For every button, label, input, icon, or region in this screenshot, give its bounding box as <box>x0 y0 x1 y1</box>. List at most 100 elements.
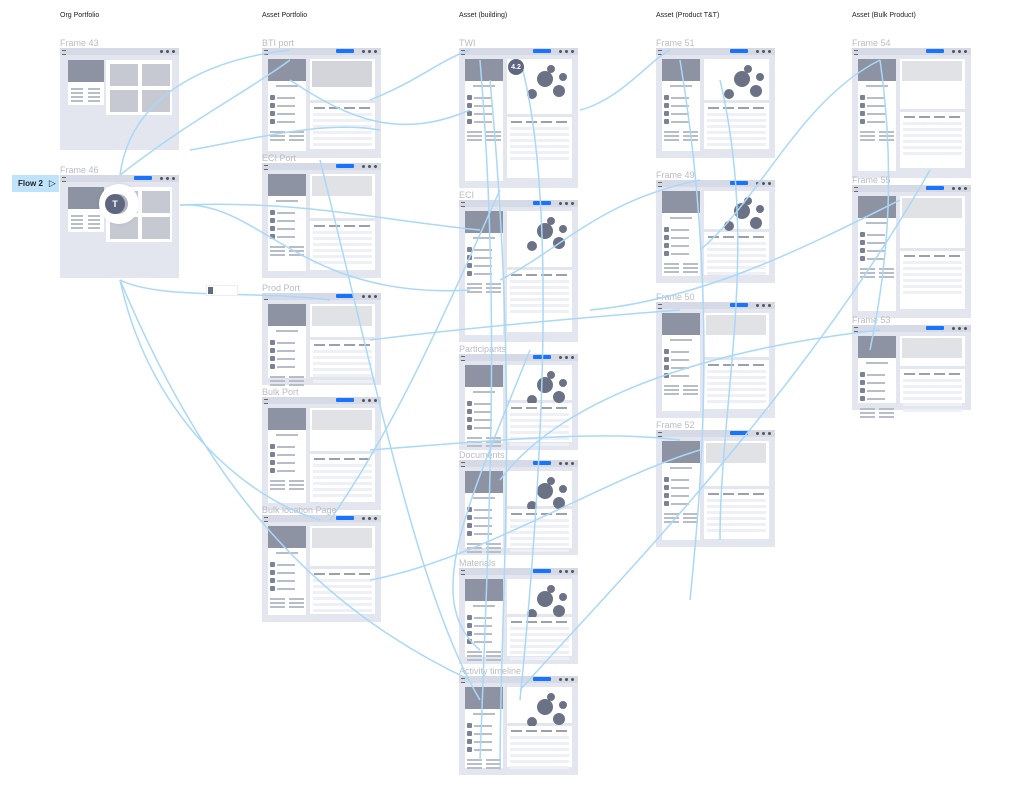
table-header <box>556 121 567 123</box>
table-row <box>707 272 766 275</box>
table-row <box>707 517 766 520</box>
frame[interactable] <box>852 48 971 178</box>
table-row <box>903 391 962 394</box>
frame-label[interactable]: Frame 52 <box>656 420 695 430</box>
text-line <box>270 135 285 137</box>
text-line <box>683 131 698 133</box>
frame-label[interactable]: Activity timeline <box>459 666 522 676</box>
list-icon <box>664 227 669 232</box>
text-line <box>467 767 482 769</box>
frame[interactable] <box>459 200 578 342</box>
frame-label[interactable]: Bulk Port <box>262 387 299 397</box>
list-icon <box>664 103 669 108</box>
list-text <box>474 733 492 735</box>
frame-label[interactable]: Frame 54 <box>852 38 891 48</box>
frame[interactable] <box>852 325 971 418</box>
text-line <box>860 412 875 414</box>
frame[interactable] <box>656 302 775 418</box>
table-widget <box>507 117 572 178</box>
frame[interactable] <box>262 293 381 386</box>
table-row <box>903 403 962 406</box>
table-row <box>510 736 569 739</box>
frame[interactable] <box>262 397 381 510</box>
table-header <box>359 107 370 109</box>
search-icon <box>952 50 955 53</box>
frame-label[interactable]: Frame 50 <box>656 292 695 302</box>
table-widget <box>310 340 375 383</box>
frame[interactable] <box>459 676 578 775</box>
frame-label[interactable]: ECI Port <box>262 153 297 163</box>
frame-header <box>656 48 775 55</box>
list-text <box>474 257 492 259</box>
list-icon <box>467 425 472 430</box>
frame[interactable] <box>262 515 381 622</box>
main-widget <box>310 174 375 218</box>
frame-label[interactable]: TWI <box>459 38 476 48</box>
frame-label[interactable]: Documents <box>459 450 505 460</box>
graph-node <box>750 217 762 229</box>
frame-label[interactable]: Frame 49 <box>656 170 695 180</box>
frame[interactable] <box>656 180 775 283</box>
image-placeholder <box>465 687 503 709</box>
table-row <box>510 310 569 313</box>
list-text <box>277 366 295 368</box>
side-card <box>662 191 700 276</box>
frame-label[interactable]: Frame 46 <box>60 165 99 175</box>
primary-button <box>533 569 551 573</box>
frame[interactable] <box>459 354 578 450</box>
frame[interactable] <box>656 48 775 158</box>
list-icon <box>664 251 669 256</box>
table-row <box>903 134 962 137</box>
text-line <box>860 131 875 133</box>
list-text <box>277 462 295 464</box>
frame[interactable] <box>459 460 578 555</box>
frame[interactable] <box>459 568 578 664</box>
text-line <box>486 655 501 657</box>
text-line <box>289 484 304 486</box>
frame[interactable] <box>852 185 971 318</box>
frame[interactable]: 4.2 <box>459 48 578 188</box>
title-line <box>276 434 298 436</box>
main-widget <box>507 687 572 727</box>
frame[interactable] <box>60 48 179 150</box>
table-header <box>511 513 522 515</box>
primary-button <box>926 49 944 53</box>
main-widget <box>507 365 572 405</box>
list-text <box>277 454 295 456</box>
frame[interactable] <box>262 163 381 278</box>
image-placeholder <box>268 304 306 326</box>
frame[interactable] <box>262 48 381 158</box>
list-text <box>474 249 492 251</box>
frame-label[interactable]: Prod Port <box>262 283 301 293</box>
frame-label[interactable]: Frame 43 <box>60 38 99 48</box>
mini-component[interactable] <box>206 285 238 296</box>
table-row <box>707 376 766 379</box>
frame-label[interactable]: Frame 53 <box>852 315 891 325</box>
frame-label[interactable]: Frame 51 <box>656 38 695 48</box>
table-widget <box>704 232 769 275</box>
flow-start-button[interactable]: Flow 2 ▷ <box>12 175 59 192</box>
search-icon <box>160 50 163 53</box>
table-row <box>707 113 766 116</box>
bell-icon <box>565 570 568 573</box>
table-row <box>903 285 962 288</box>
table-row <box>707 137 766 140</box>
list-icon <box>270 210 275 215</box>
frame-label[interactable]: Participants <box>459 344 507 354</box>
text-line <box>289 488 304 490</box>
text-line <box>270 131 285 133</box>
avatar[interactable]: T <box>99 184 139 224</box>
frame-label[interactable]: Bulk location Page <box>262 505 337 515</box>
frame-header <box>459 200 578 207</box>
frame-label[interactable]: ECI <box>459 190 475 200</box>
column-title-org-portfolio: Org Portfolio <box>60 12 100 19</box>
table-header <box>314 344 325 346</box>
frame[interactable] <box>656 430 775 547</box>
list-icon <box>467 631 472 636</box>
table-header <box>526 730 537 732</box>
frame-label[interactable]: Materials <box>459 558 496 568</box>
list-text <box>474 265 492 267</box>
frame-label[interactable]: BTI port <box>262 38 295 48</box>
frame-label[interactable]: Frame 55 <box>852 175 891 185</box>
profile-card <box>68 60 104 105</box>
